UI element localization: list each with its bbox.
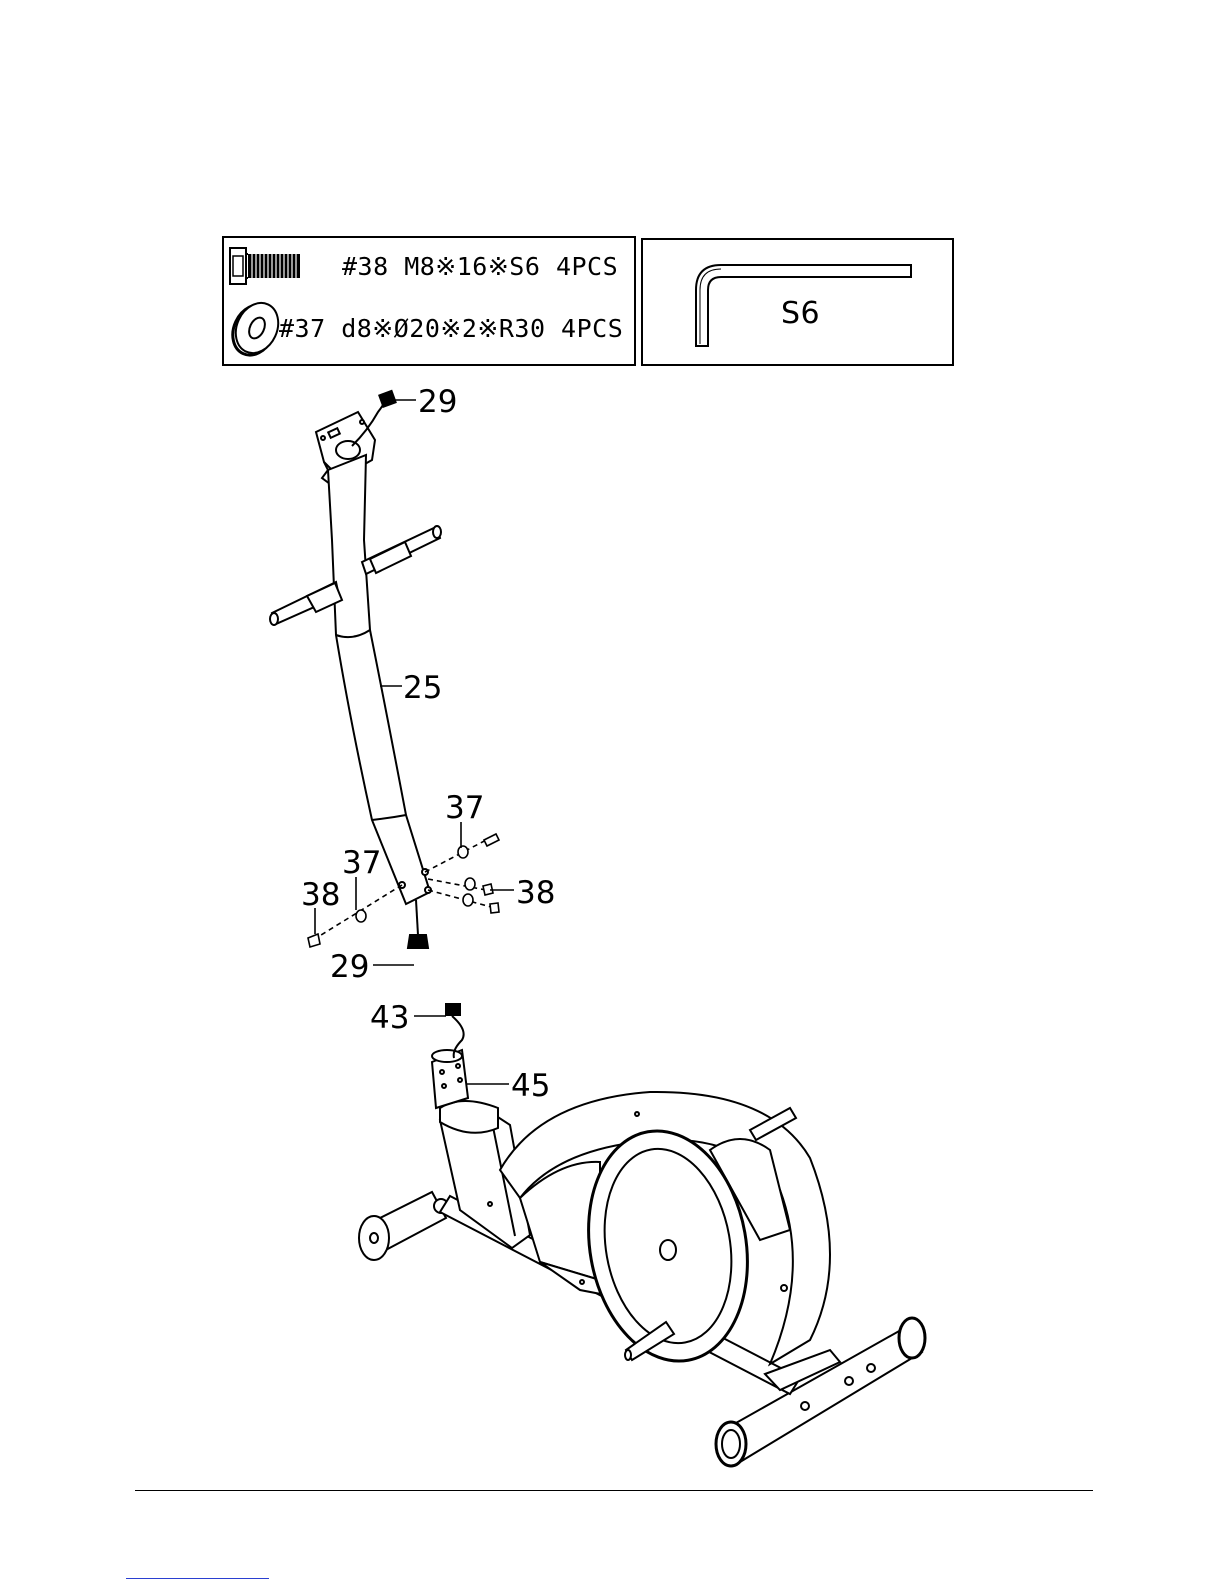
callout-43: 43 — [370, 1000, 409, 1036]
callout-29-bottom: 29 — [330, 949, 369, 985]
lower-cable-connector — [408, 900, 428, 948]
callout-38-left: 38 — [301, 877, 340, 913]
callout-25: 25 — [403, 670, 442, 706]
handlebar-post — [270, 412, 441, 904]
callout-38-right: 38 — [516, 875, 555, 911]
elliptical-frame — [359, 1050, 925, 1466]
callout-29-top: 29 — [418, 384, 457, 420]
callout-37-left: 37 — [342, 845, 381, 881]
footer-divider — [135, 1490, 1093, 1491]
callout-45: 45 — [511, 1068, 550, 1104]
callout-37-right: 37 — [445, 790, 484, 826]
footer-link-underline[interactable] — [126, 1578, 269, 1579]
